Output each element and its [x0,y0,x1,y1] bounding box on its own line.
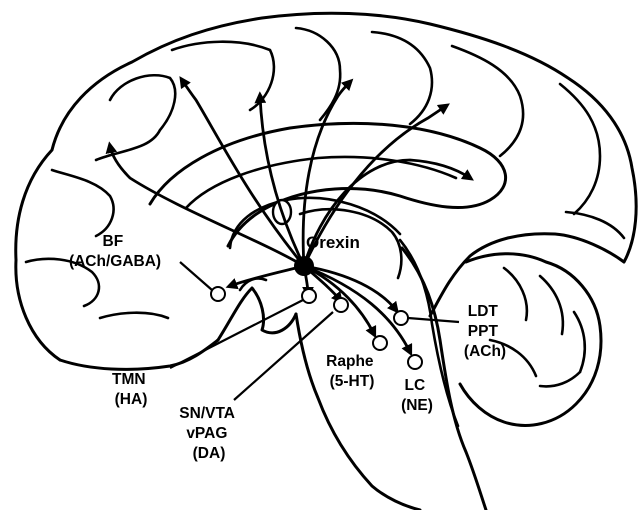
cerebellum-folia [490,268,585,386]
tmn-nucleus [302,289,316,303]
bf-label: BF (ACh/GABA) [69,233,161,270]
bf-leader [180,262,212,290]
hypothalamus-outline [218,288,296,340]
lc-label: LC (NE) [401,377,433,414]
ldt-label: LDT PPT (ACh) [464,303,506,360]
orexin-nucleus [294,256,314,276]
bf-nucleus [211,287,225,301]
lc-nucleus [408,355,422,369]
corpus-callosum-outer [150,123,506,246]
snvta-label: SN/VTA vPAG (DA) [179,405,238,462]
ldt-nucleus [394,311,408,325]
snvta-leader [234,312,333,400]
ldt-leader [408,318,459,322]
cerebrum-outline [16,13,636,360]
raphe-label: Raphe (5-HT) [326,353,378,390]
tmn-label: TMN (HA) [112,371,150,408]
orexin-label: Orexin [306,233,360,252]
raphe-nucleus [373,336,387,350]
snvta-nucleus [334,298,348,312]
